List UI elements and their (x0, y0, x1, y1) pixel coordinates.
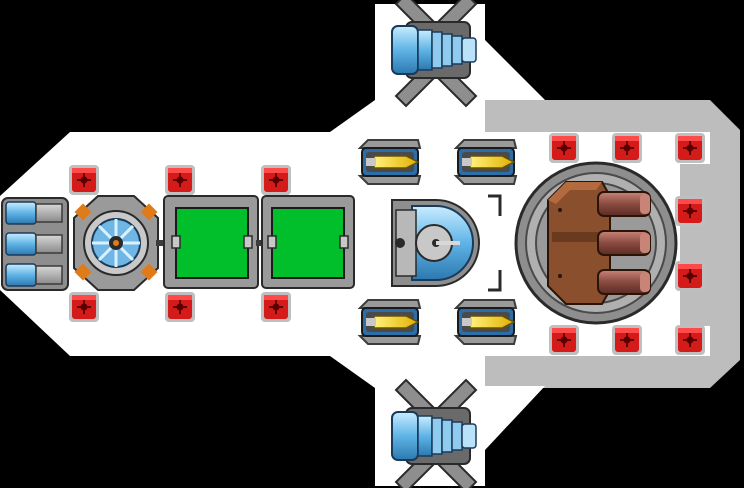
hull-top-wing-slope (485, 4, 545, 100)
hardpoint-icon[interactable] (549, 325, 579, 355)
hardpoint-icon[interactable] (261, 292, 291, 322)
reactor-core-icon[interactable] (73, 195, 159, 291)
thruster-bottom (5, 263, 63, 287)
hardpoint-icon[interactable] (69, 165, 99, 195)
turret-bracket-top (488, 194, 502, 216)
thruster-middle (5, 232, 63, 256)
hardpoint-icon[interactable] (675, 325, 705, 355)
hardpoint-icon[interactable] (549, 133, 579, 163)
hardpoint-icon[interactable] (165, 292, 195, 322)
hardpoint-icon[interactable] (675, 196, 705, 226)
thruster-block-icon[interactable] (1, 197, 69, 291)
conduit-engine-engine (256, 240, 264, 246)
turret-bracket-bottom (488, 270, 502, 292)
thruster-top (5, 201, 63, 225)
mass-driver-icon[interactable] (514, 161, 678, 325)
missile-pod-icon[interactable] (455, 299, 517, 345)
hardpoint-icon[interactable] (165, 165, 195, 195)
hardpoint-icon[interactable] (69, 292, 99, 322)
missile-pod-icon[interactable] (359, 299, 421, 345)
hardpoint-icon[interactable] (261, 165, 291, 195)
hardpoint-icon[interactable] (612, 133, 642, 163)
missile-pod-icon[interactable] (359, 139, 421, 185)
hardpoint-icon[interactable] (612, 325, 642, 355)
missile-pod-icon[interactable] (455, 139, 517, 185)
turret-icon[interactable] (391, 199, 480, 287)
engine-room-icon[interactable] (163, 195, 259, 289)
hardpoint-icon[interactable] (675, 133, 705, 163)
hull-bottom-wing-slope (485, 386, 545, 450)
engine-room-icon[interactable] (261, 195, 355, 289)
hardpoint-icon[interactable] (675, 261, 705, 291)
